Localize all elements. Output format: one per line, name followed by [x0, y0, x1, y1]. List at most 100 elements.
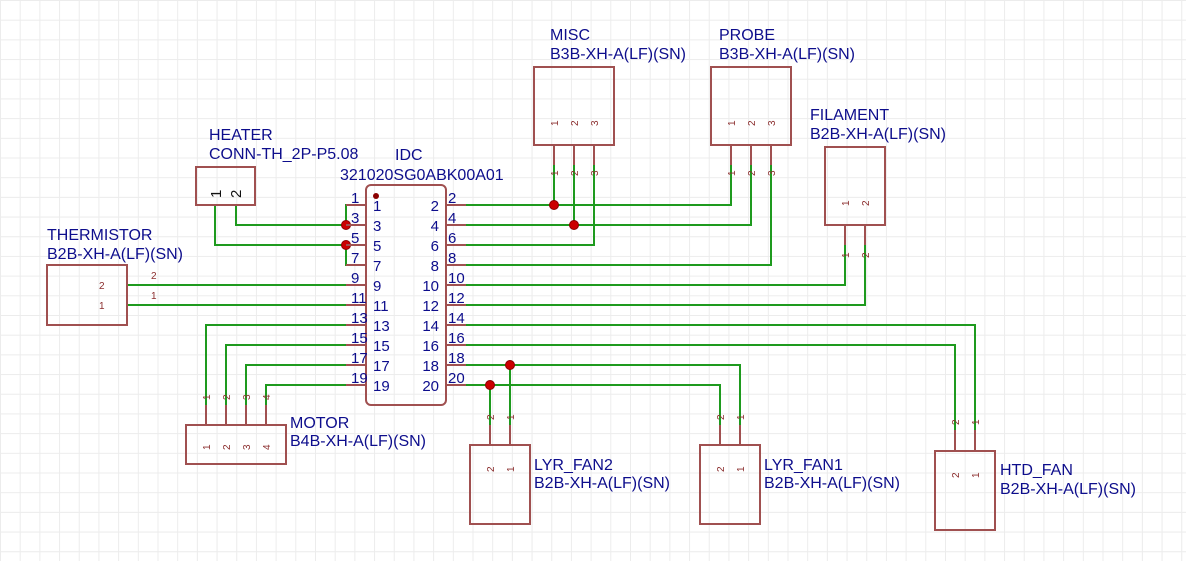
motor-pin-number: 2: [222, 394, 233, 400]
component-heater[interactable]: HEATER CONN-TH_2P-P5.08 1 2: [195, 127, 358, 206]
wire-misc-3: [466, 165, 595, 246]
motor-pin-number: 4: [262, 394, 273, 400]
pin1-marker: [373, 193, 379, 199]
probe-ref: PROBE: [719, 27, 775, 44]
idc-pin-inner-right: 14: [422, 318, 439, 335]
wire-probe-2: [466, 165, 752, 226]
lyr-fan1-pin-label: 2: [716, 466, 727, 472]
motor-pin-label: 3: [242, 444, 253, 450]
lyr-fan2-pin-number: 1: [506, 414, 517, 420]
filament-body: [824, 146, 886, 226]
htd-fan-part: B2B-XH-A(LF)(SN): [1000, 481, 1136, 498]
htd-fan-pin-label: 1: [971, 472, 982, 478]
idc-pin-inner-left: 11: [373, 298, 389, 315]
htd-fan-pin-number: 1: [971, 419, 982, 425]
idc-pin-outer-right: 4: [448, 210, 456, 227]
probe-part: B3B-XH-A(LF)(SN): [719, 46, 855, 63]
htd-fan-pin-number: 2: [951, 419, 962, 425]
idc-pin-outer-right: 10: [448, 270, 465, 287]
probe-pin-label: 2: [747, 120, 758, 126]
filament-ref: FILAMENT: [810, 107, 889, 124]
wire-motor-4: [265, 384, 346, 405]
idc-pin-inner-left: 3: [373, 218, 381, 235]
wire-probe-3: [466, 165, 772, 266]
wire-htd-fan-2: [466, 344, 956, 430]
motor-pin-label: 1: [202, 444, 213, 450]
idc-pin-inner-left: 7: [373, 258, 381, 275]
idc-pin-outer-left: 11: [351, 290, 367, 307]
wires: [127, 165, 976, 430]
idc-pin-inner-right: 16: [422, 338, 439, 355]
filament-pin-label: 2: [861, 200, 872, 206]
idc-ref: IDC: [395, 147, 423, 164]
motor-part: B4B-XH-A(LF)(SN): [290, 433, 426, 450]
wire-lyr-fan-1: [466, 364, 741, 425]
wire-htd-fan-1: [466, 324, 976, 430]
misc-pin-number: 3: [590, 170, 601, 176]
idc-pin-inner-left: 17: [373, 358, 390, 375]
wire-heater-1: [214, 205, 346, 246]
idc-pin-inner-right: 10: [422, 278, 439, 295]
heater-pin-label: 2: [228, 190, 245, 198]
lyr-fan1-pin-number: 1: [736, 414, 747, 420]
idc-pin-inner-right: 6: [431, 238, 439, 255]
wire-motor-1: [205, 324, 346, 405]
idc-pin-outer-left: 3: [351, 210, 359, 227]
lyr-fan1-pin-label: 1: [736, 466, 747, 472]
heater-body: [195, 166, 256, 206]
misc-part: B3B-XH-A(LF)(SN): [550, 46, 686, 63]
motor-body: [185, 424, 287, 465]
junctions: [341, 200, 579, 390]
heater-pin-label: 1: [208, 190, 225, 198]
motor-pin-number: 1: [202, 394, 213, 400]
component-filament[interactable]: FILAMENT B2B-XH-A(LF)(SN) 1 2 1 2: [810, 107, 946, 258]
wire-motor-2: [225, 344, 346, 405]
lyr-fan2-part: B2B-XH-A(LF)(SN): [534, 475, 670, 492]
idc-pin-inner-left: 1: [373, 198, 381, 215]
idc-pin-outer-right: 12: [448, 290, 465, 307]
thermistor-pin-label: 2: [99, 281, 105, 292]
idc-pin-inner-left: 9: [373, 278, 381, 295]
component-htd-fan[interactable]: HTD_FAN B2B-XH-A(LF)(SN) 2 1 2 1: [934, 419, 1136, 531]
idc-pin-inner-right: 18: [422, 358, 439, 375]
component-probe[interactable]: PROBE B3B-XH-A(LF)(SN) 1 2 3 1 2 3: [710, 27, 855, 176]
idc-pin-outer-right: 14: [448, 310, 465, 327]
junction-dot: [505, 360, 515, 370]
probe-pin-number: 2: [747, 170, 758, 176]
thermistor-ref: THERMISTOR: [47, 227, 152, 244]
wire-filament-2: [466, 245, 866, 306]
idc-pin-outer-left: 9: [351, 270, 359, 287]
component-thermistor[interactable]: THERMISTOR B2B-XH-A(LF)(SN) 2 1 2 1: [46, 227, 183, 326]
lyr-fan1-part: B2B-XH-A(LF)(SN): [764, 475, 900, 492]
filament-part: B2B-XH-A(LF)(SN): [810, 126, 946, 143]
thermistor-body: [46, 264, 128, 326]
idc-pin-outer-right: 2: [448, 190, 456, 207]
idc-pin-outer-left: 17: [351, 350, 368, 367]
idc-pin-outer-right: 20: [448, 370, 465, 387]
thermistor-part: B2B-XH-A(LF)(SN): [47, 246, 183, 263]
misc-ref: MISC: [550, 27, 590, 44]
lyr-fan2-pin-label: 2: [486, 466, 497, 472]
idc-pin-inner-right: 8: [431, 258, 439, 275]
idc-pin-inner-right: 20: [422, 378, 439, 395]
lyr-fan2-ref: LYR_FAN2: [534, 457, 613, 474]
component-lyr-fan1[interactable]: LYR_FAN1 B2B-XH-A(LF)(SN) 2 1 2 1: [699, 414, 900, 525]
misc-pin-number: 2: [570, 170, 581, 176]
idc-pin-outer-left: 13: [351, 310, 368, 327]
component-misc[interactable]: MISC B3B-XH-A(LF)(SN) 1 2 3 1 2 3: [533, 27, 686, 176]
junction-dot: [549, 200, 559, 210]
idc-pin-outer-left: 1: [351, 190, 359, 207]
probe-pin-label: 3: [767, 120, 778, 126]
component-motor[interactable]: MOTOR B4B-XH-A(LF)(SN) 1 2 3 4 1 2 3 4: [185, 394, 426, 465]
idc-pin-outer-left: 7: [351, 250, 359, 267]
probe-pin-label: 1: [727, 120, 738, 126]
htd-fan-pin-label: 2: [951, 472, 962, 478]
misc-pin-label: 2: [570, 120, 581, 126]
component-lyr-fan2[interactable]: LYR_FAN2 B2B-XH-A(LF)(SN) 2 1 2 1: [469, 414, 670, 525]
lyr-fan2-body: [469, 444, 531, 525]
heater-ref: HEATER: [209, 127, 273, 144]
thermistor-pin-number: 1: [151, 291, 157, 302]
